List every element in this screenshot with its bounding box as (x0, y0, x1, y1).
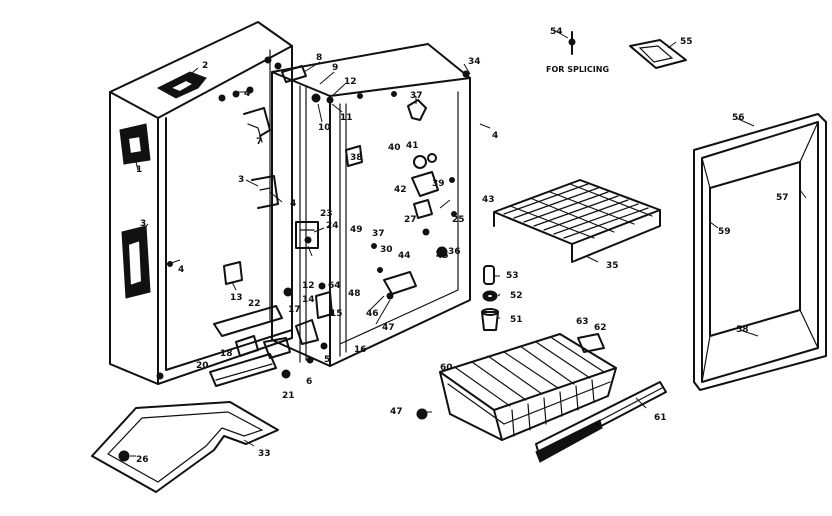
label-40: 40 (388, 143, 401, 153)
label-4: 4 (178, 265, 184, 275)
label-54: 54 (550, 27, 563, 37)
label-12: 12 (344, 77, 357, 87)
label-24: 24 (326, 221, 339, 231)
hinge-parts (281, 65, 334, 379)
label-18: 18 (220, 349, 233, 359)
label-16: 16 (354, 345, 367, 355)
label-1: 1 (136, 165, 142, 175)
label-57: 57 (776, 193, 789, 203)
toe-grille-61 (535, 381, 667, 463)
label-64: 64 (328, 281, 341, 291)
label-48: 48 (348, 289, 361, 299)
label-39: 39 (432, 179, 445, 189)
wire-basket-60 (439, 333, 617, 441)
label-26: 26 (136, 455, 149, 465)
label-38: 38 (350, 153, 363, 163)
label-22: 22 (248, 299, 261, 309)
label-2: 2 (202, 61, 208, 71)
label-10: 10 (318, 123, 331, 133)
label-52: 52 (510, 291, 523, 301)
label-17: 17 (288, 305, 301, 315)
label-41: 41 (406, 141, 419, 151)
label-15: 15 (330, 309, 343, 319)
label-6: 6 (306, 377, 312, 387)
label-63: 63 (576, 317, 589, 327)
splicing-note: FOR SPLICING (546, 65, 609, 74)
door-gasket (693, 113, 827, 391)
label-3: 3 (238, 175, 244, 185)
label-25: 25 (452, 215, 465, 225)
label-56: 56 (732, 113, 745, 123)
cabinet-outer-shell (109, 21, 293, 385)
label-44: 44 (398, 251, 411, 261)
label-58: 58 (736, 325, 749, 335)
label-51: 51 (510, 315, 523, 325)
leader-lines (130, 29, 807, 457)
label-47: 47 (390, 407, 403, 417)
label-61: 61 (654, 413, 667, 423)
label-59: 59 (718, 227, 731, 237)
label-35: 35 (606, 261, 619, 271)
label-47: 47 (382, 323, 395, 333)
label-46: 46 (366, 309, 379, 319)
label-11: 11 (340, 113, 353, 123)
label-13: 13 (230, 293, 243, 303)
label-23: 23 (320, 209, 333, 219)
drip-tray (91, 401, 279, 493)
label-36: 36 (448, 247, 461, 257)
label-4: 4 (244, 89, 250, 99)
label-49: 49 (350, 225, 363, 235)
label-4: 4 (492, 131, 498, 141)
label-34: 34 (468, 57, 481, 67)
splice-connector (568, 31, 687, 69)
bottom-trim-parts (209, 305, 291, 387)
label-9: 9 (332, 63, 338, 73)
label-14: 14 (302, 295, 315, 305)
label-60: 60 (440, 363, 453, 373)
label-33: 33 (258, 449, 271, 459)
label-12: 12 (302, 281, 315, 291)
label-7: 7 (256, 137, 262, 147)
label-3: 3 (140, 219, 146, 229)
label-8: 8 (316, 53, 322, 63)
label-27: 27 (404, 215, 417, 225)
small-parts-51-53 (416, 265, 499, 420)
label-55: 55 (680, 37, 693, 47)
label-42: 42 (394, 185, 407, 195)
label-43: 43 (482, 195, 495, 205)
label-21: 21 (282, 391, 295, 401)
label-30: 30 (380, 245, 393, 255)
label-53: 53 (506, 271, 519, 281)
label-37: 37 (372, 229, 385, 239)
wire-shelf-35 (493, 179, 661, 263)
label-45: 45 (436, 251, 449, 261)
label-5: 5 (324, 355, 330, 365)
label-20: 20 (196, 361, 209, 371)
part-labels: 1 2 3 3 4 4 4 4 5 6 7 8 9 10 11 12 12 13… (136, 27, 789, 465)
label-4: 4 (290, 199, 296, 209)
label-62: 62 (594, 323, 607, 333)
label-37: 37 (410, 91, 423, 101)
